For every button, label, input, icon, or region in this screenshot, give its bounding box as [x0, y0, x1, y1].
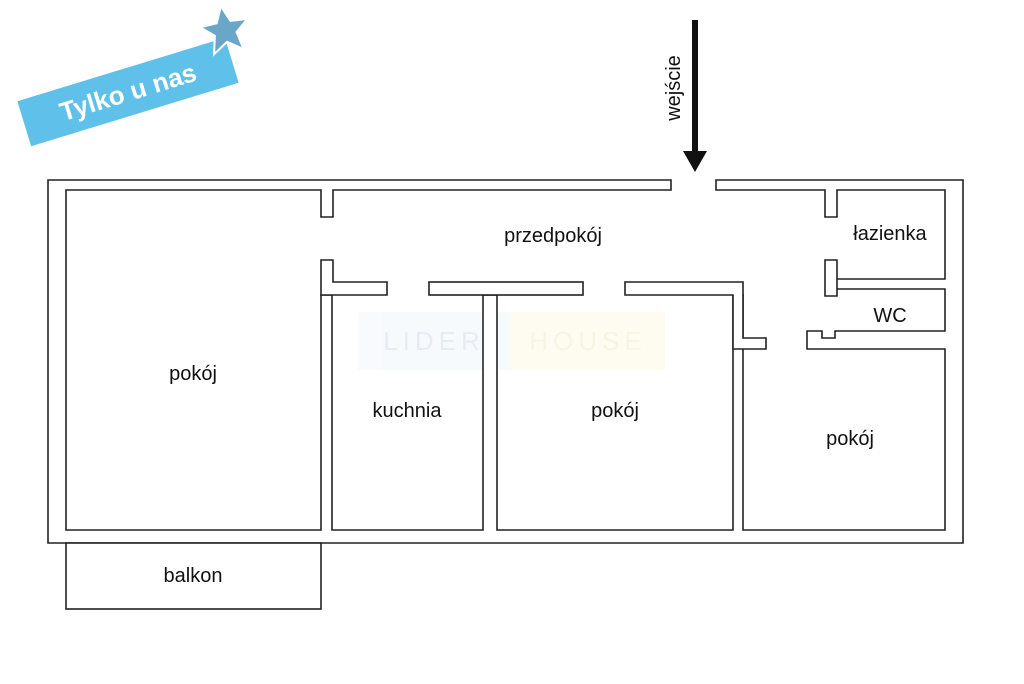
watermark-left: LIDER: [383, 326, 485, 356]
watermark-right: HOUSE: [529, 326, 646, 356]
wall-hall-left-stub: [320, 259, 388, 296]
label-balcony: balkon: [164, 565, 223, 587]
badge-ribbon: [13, 34, 243, 150]
star-icon: [197, 3, 250, 57]
entrance-label: wejście: [663, 55, 685, 122]
outer-wall: [47, 179, 964, 544]
label-room-center: pokój: [591, 400, 639, 422]
label-room-left: pokój: [169, 363, 217, 385]
promo-badge: Tylko u nas: [13, 34, 243, 150]
wall-room-top: [624, 281, 767, 350]
balcony: [65, 542, 322, 610]
arrow-down-icon: [683, 20, 707, 172]
label-hallway: przedpokój: [504, 225, 602, 247]
watermark: LIDER HOUSE: [358, 312, 665, 370]
label-bathroom: łazienka: [853, 223, 927, 245]
label-room-right: pokój: [826, 428, 874, 450]
label-kitchen: kuchnia: [373, 400, 443, 422]
label-wc: WC: [873, 305, 906, 327]
wall-bath-left: [824, 259, 838, 297]
wall-kitchen-top: [428, 281, 584, 296]
